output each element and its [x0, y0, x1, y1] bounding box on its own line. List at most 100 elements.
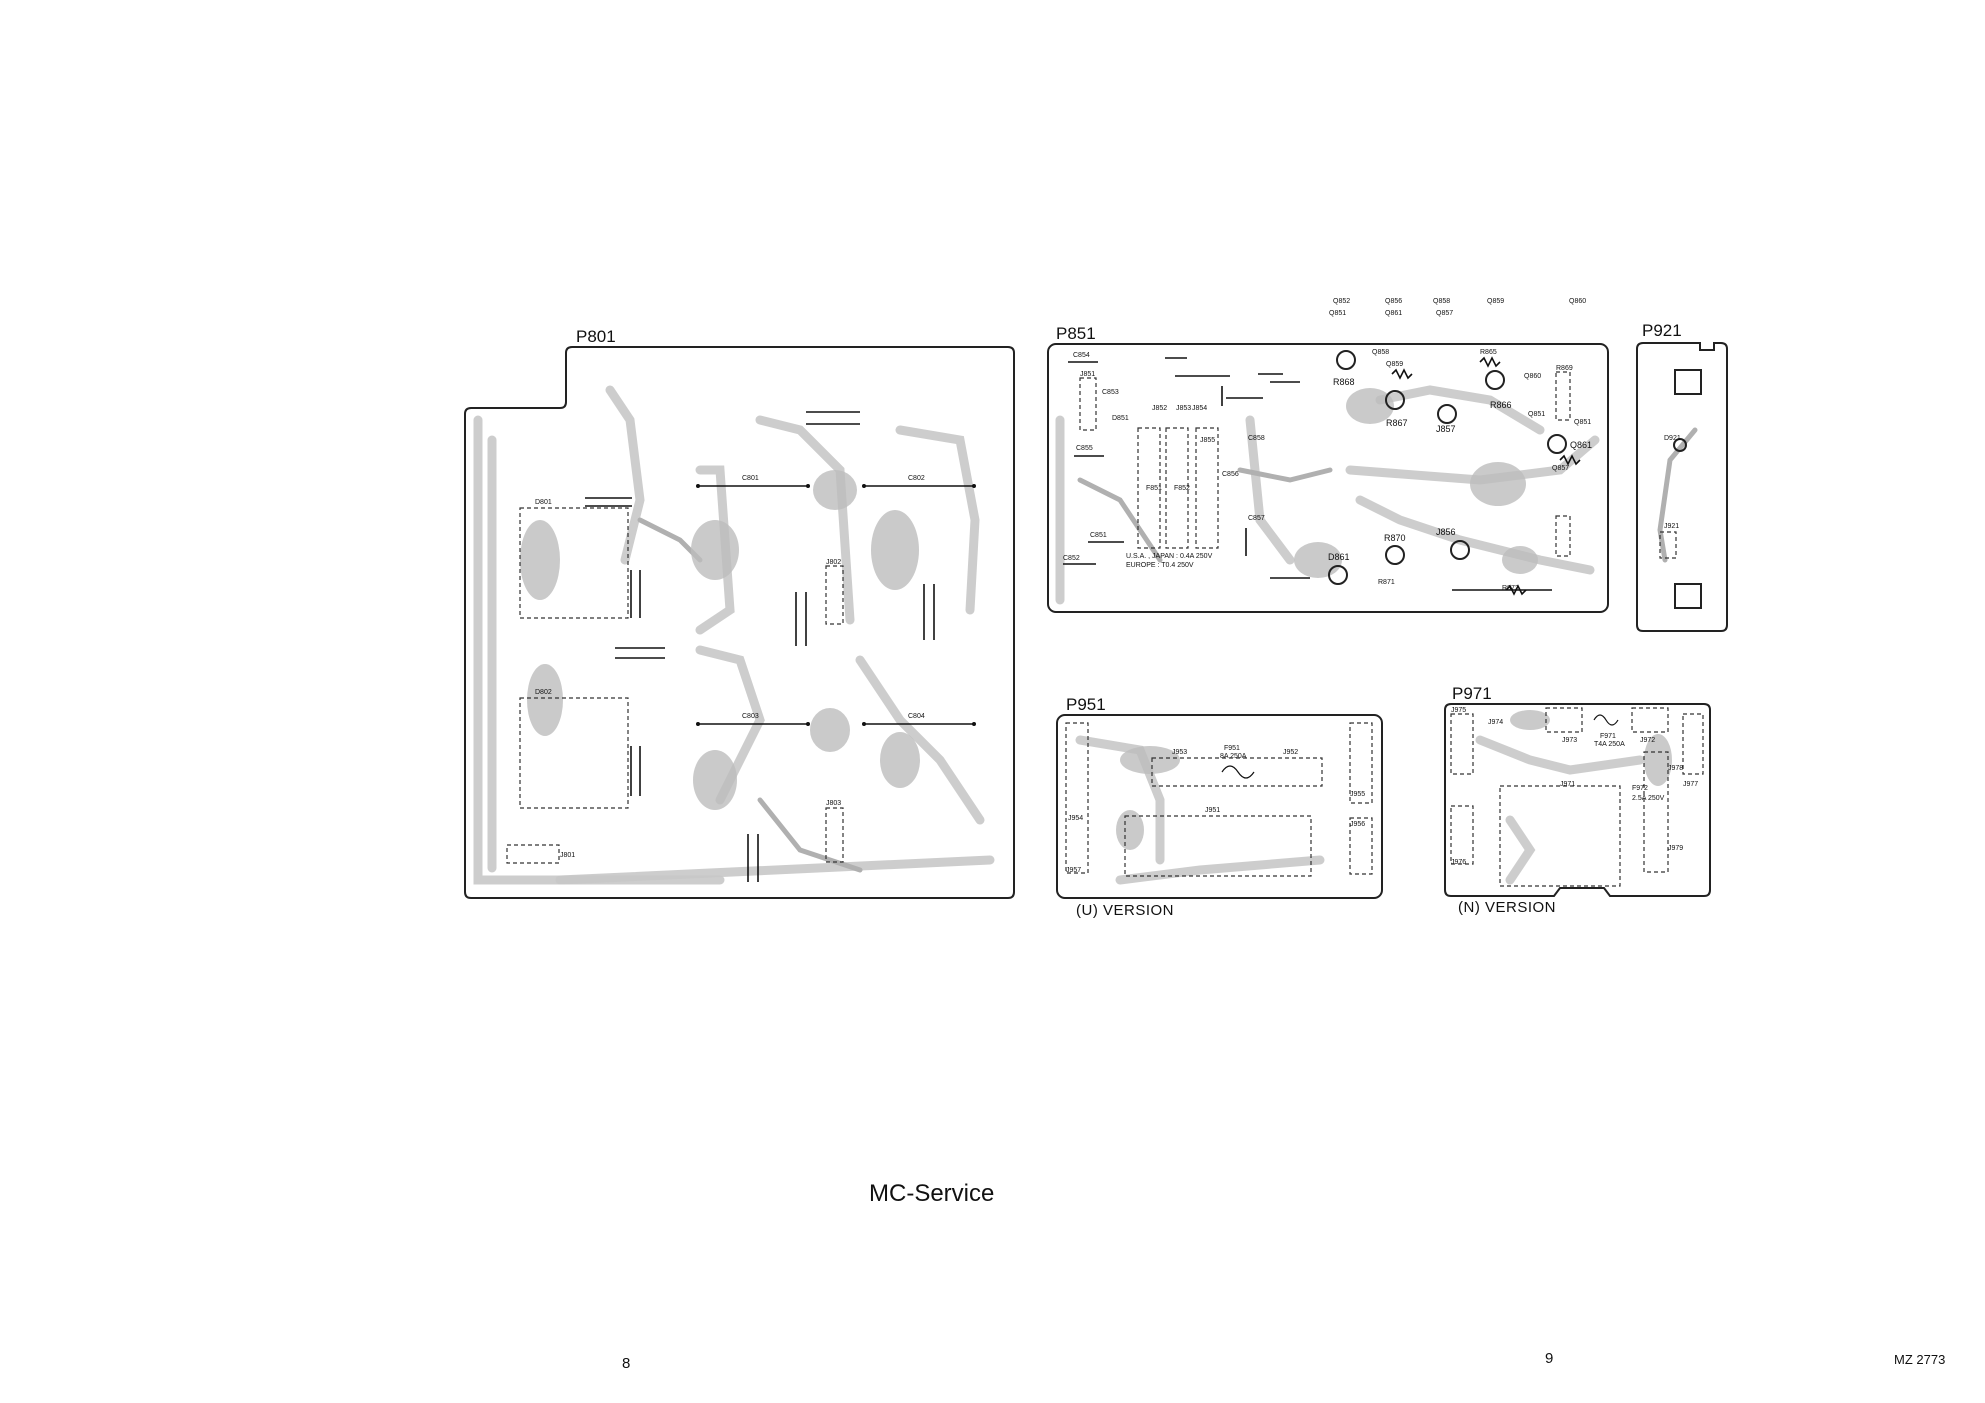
component-j855	[1195, 427, 1219, 549]
component-label: R870	[1384, 533, 1406, 543]
component-j857	[1555, 371, 1571, 421]
page-number-right: 9	[1545, 1350, 1554, 1367]
component-label: C856	[1222, 471, 1239, 478]
component-label: J971	[1560, 781, 1575, 788]
component-label: D801	[535, 499, 552, 506]
version-label-u: (U) VERSION	[1076, 902, 1174, 919]
component-label: F851	[1146, 485, 1162, 492]
board-label-p921: P921	[1642, 321, 1682, 340]
component-label: J802	[826, 559, 841, 566]
component-label: J856	[1436, 527, 1456, 537]
document-code: MZ 2773	[1894, 1352, 1946, 1367]
component-label: C857	[1248, 515, 1265, 522]
component-label: C858	[1248, 435, 1265, 442]
board-p971: P971 J975 J974 J973 F971 T4A 250A J972 J…	[1444, 684, 1711, 916]
component-label: J957	[1066, 867, 1081, 874]
component-label: J951	[1205, 807, 1220, 814]
header-label: Q861	[1385, 310, 1402, 317]
board-label-p971: P971	[1452, 684, 1492, 703]
component-j801	[506, 844, 560, 864]
component-j973	[1545, 707, 1583, 733]
component-label: C801	[742, 475, 759, 482]
component-label: D861	[1328, 552, 1350, 562]
component-d801	[519, 507, 629, 619]
component-label: J801	[560, 852, 575, 859]
transistor-q851	[1328, 565, 1348, 585]
header-label: Q858	[1433, 298, 1450, 305]
component-label: D802	[535, 689, 552, 696]
component-label: J855	[1200, 437, 1215, 444]
transistor-q858	[1437, 404, 1457, 424]
component-label: J851	[1080, 371, 1095, 378]
component-j956	[1349, 817, 1373, 875]
component-label: C852	[1063, 555, 1080, 562]
page-number-left: 8	[622, 1355, 631, 1372]
board-label-p851: P851	[1056, 324, 1096, 343]
component-label: J853	[1176, 405, 1191, 412]
component-label: J954	[1068, 815, 1083, 822]
component-j975	[1450, 713, 1474, 775]
component-label: J953	[1172, 749, 1187, 756]
component-label: R865	[1480, 349, 1497, 356]
component-j856	[1555, 515, 1571, 557]
component-label: C851	[1090, 532, 1107, 539]
component-label: R868	[1333, 377, 1355, 387]
component-label: C855	[1076, 445, 1093, 452]
component-label: J977	[1683, 781, 1698, 788]
version-label-n: (N) VERSION	[1458, 899, 1556, 916]
header-label: Q859	[1487, 298, 1504, 305]
component-label: J854	[1192, 405, 1207, 412]
component-label: J978	[1668, 765, 1683, 772]
component-j957	[1065, 722, 1089, 874]
transistor-q861	[1385, 545, 1405, 565]
component-j803	[825, 807, 844, 863]
board-p951: P951 J953 F951 8A 250A J952 J954 J951 J9…	[1056, 695, 1383, 919]
component-label: Q858	[1372, 349, 1389, 356]
component-label: J973	[1562, 737, 1577, 744]
component-label: R867	[1386, 418, 1408, 428]
header-label: Q860	[1569, 298, 1586, 305]
fuse-note: U.S.A. , JAPAN : 0.4A 250V	[1126, 553, 1213, 560]
component-j977	[1682, 713, 1704, 775]
fuse-note: EUROPE : T0.4 250V	[1126, 562, 1194, 569]
diode-d921	[1673, 438, 1687, 452]
component-label: C804	[908, 713, 925, 720]
header-label: Q851	[1329, 310, 1346, 317]
component-label: C853	[1102, 389, 1119, 396]
board-p851: P851 Q852 Q856 Q858 Q859 Q860 Q851 Q861 …	[1047, 298, 1609, 613]
component-label: F951	[1224, 745, 1240, 752]
component-j955	[1349, 722, 1373, 804]
component-label: J956	[1350, 821, 1365, 828]
component-label: Q861	[1570, 440, 1592, 450]
component-j951	[1124, 815, 1312, 877]
component-label: F971	[1600, 733, 1616, 740]
transistor-q859	[1485, 370, 1505, 390]
component-label: D921	[1664, 435, 1681, 442]
component-label: Q859	[1386, 361, 1403, 368]
component-label: C802	[908, 475, 925, 482]
header-label: Q857	[1436, 310, 1453, 317]
component-label: R866	[1490, 400, 1512, 410]
component-label: J972	[1640, 737, 1655, 744]
component-label: C854	[1073, 352, 1090, 359]
component-j921	[1659, 531, 1677, 559]
component-label: 8A 250A	[1220, 753, 1247, 760]
component-j972	[1631, 707, 1669, 733]
board-label-p801: P801	[576, 327, 616, 346]
component-label: Q851	[1528, 411, 1545, 418]
component-j971	[1499, 785, 1621, 887]
transistor-q857	[1450, 540, 1470, 560]
component-label: J852	[1152, 405, 1167, 412]
brand-label: MC-Service	[869, 1180, 995, 1207]
component-label: C803	[742, 713, 759, 720]
component-label: T4A 250A	[1594, 741, 1625, 748]
component-j851	[1079, 377, 1097, 431]
component-j853	[1165, 427, 1189, 549]
component-label: J952	[1283, 749, 1298, 756]
component-label: J857	[1436, 424, 1456, 434]
transistor-q860	[1547, 434, 1567, 454]
header-label: Q852	[1333, 298, 1350, 305]
transistor-q856	[1385, 390, 1405, 410]
component-label: J803	[826, 800, 841, 807]
